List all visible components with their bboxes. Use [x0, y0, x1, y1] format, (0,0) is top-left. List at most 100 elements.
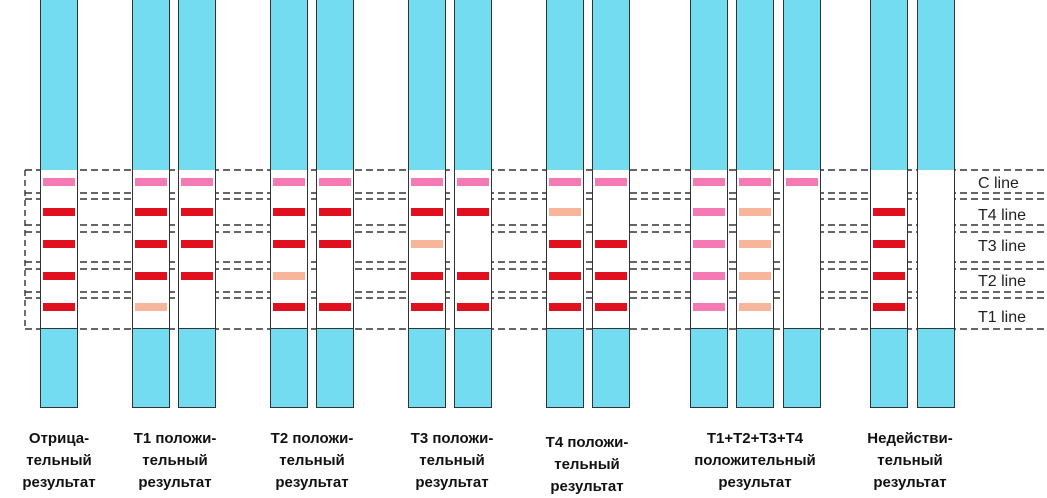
band-t1-red [43, 303, 75, 311]
band-c-pink [411, 178, 443, 186]
band-t1-red [873, 303, 905, 311]
strip-result-window [736, 170, 774, 329]
caption-line: результат [415, 474, 489, 491]
band-t3-red [181, 240, 213, 248]
caption-line: тельный [142, 452, 208, 469]
band-c-pink [181, 178, 213, 186]
strip-result-window [178, 170, 216, 329]
caption-t4-positive: T4 положи- тельный результат [517, 432, 657, 498]
caption-line: результат [550, 478, 624, 495]
band-c-pink [273, 178, 305, 186]
caption-line: T2 положи- [270, 430, 354, 447]
band-t4-red [273, 208, 305, 216]
strip-result-window [690, 170, 728, 329]
band-t3-red [319, 240, 351, 248]
band-t2-peach [739, 272, 771, 280]
strip-result-window [316, 170, 354, 329]
caption-line: тельный [554, 456, 620, 473]
caption-line: положительный [694, 452, 816, 469]
strip-top-section [870, 0, 908, 170]
band-t2-red [873, 272, 905, 280]
strip-top-section [316, 0, 354, 170]
strip-bottom-section [408, 329, 446, 408]
band-t3-red [595, 240, 627, 248]
caption-line: тельный [279, 452, 345, 469]
strip-bottom-section [592, 329, 630, 408]
strip-result-window [40, 170, 78, 329]
band-t2-red [457, 272, 489, 280]
band-t1-red [595, 303, 627, 311]
strip-bottom-section [736, 329, 774, 408]
caption-line: тельный [877, 452, 943, 469]
band-t4-red [319, 208, 351, 216]
band-t3-peach [739, 240, 771, 248]
strip-result-window [408, 170, 446, 329]
strip-bottom-section [132, 329, 170, 408]
caption-line: тельный [26, 452, 92, 469]
caption-line: T1 положи- [133, 430, 217, 447]
strip-bottom-section [316, 329, 354, 408]
strip-bottom-section [270, 329, 308, 408]
strip-bottom-section [783, 329, 821, 408]
band-t2-red [135, 272, 167, 280]
caption-line: T4 положи- [545, 434, 629, 451]
caption-line: Недействи- [867, 430, 953, 447]
band-t3-red [873, 240, 905, 248]
c-line-label: C line [978, 175, 1019, 192]
strip-top-section [454, 0, 492, 170]
band-t4-red [873, 208, 905, 216]
band-c-pink [457, 178, 489, 186]
caption-all-positive: T1+T2+T3+T4 положительный результат [685, 428, 825, 494]
t4-line-label: T4 line [978, 207, 1027, 224]
strip-top-section [783, 0, 821, 170]
band-t4-pink [693, 208, 725, 216]
caption-line: результат [718, 474, 792, 491]
strip-top-section [132, 0, 170, 170]
strip-result-window [917, 170, 955, 329]
band-t1-red [411, 303, 443, 311]
band-t4-peach [549, 208, 581, 216]
band-t2-red [411, 272, 443, 280]
band-t1-pink [693, 303, 725, 311]
strip-result-window [870, 170, 908, 329]
caption-invalid: Недействи- тельный результат [840, 428, 980, 494]
strip-result-window [454, 170, 492, 329]
t2-line-label: T2 line [978, 273, 1027, 290]
band-t2-red [181, 272, 213, 280]
strip-bottom-section [546, 329, 584, 408]
band-t1-red [319, 303, 351, 311]
band-t3-red [273, 240, 305, 248]
band-t1-peach [135, 303, 167, 311]
band-c-pink [43, 178, 75, 186]
strip-top-section [40, 0, 78, 170]
caption-line: результат [275, 474, 349, 491]
caption-t3-positive: T3 положи- тельный результат [382, 428, 522, 494]
band-c-pink [693, 178, 725, 186]
caption-line: T3 положи- [410, 430, 494, 447]
band-t3-red [549, 240, 581, 248]
band-t2-pink [693, 272, 725, 280]
band-t4-red [457, 208, 489, 216]
strip-bottom-section [870, 329, 908, 408]
band-c-pink [319, 178, 351, 186]
strip-top-section [178, 0, 216, 170]
band-t4-red [43, 208, 75, 216]
strip-top-section [592, 0, 630, 170]
caption-line: результат [22, 474, 96, 491]
strip-result-window [270, 170, 308, 329]
strip-bottom-section [40, 329, 78, 408]
t3-line-label: T3 line [978, 238, 1027, 255]
strip-top-section [917, 0, 955, 170]
band-t3-peach [411, 240, 443, 248]
band-c-pink [739, 178, 771, 186]
caption-negative: Отрица- тельный результат [0, 428, 129, 494]
caption-line: результат [138, 474, 212, 491]
band-t3-red [43, 240, 75, 248]
band-t4-red [181, 208, 213, 216]
strip-top-section [270, 0, 308, 170]
band-t2-red [549, 272, 581, 280]
band-t1-red [549, 303, 581, 311]
strip-result-window [132, 170, 170, 329]
strip-result-window [783, 170, 821, 329]
